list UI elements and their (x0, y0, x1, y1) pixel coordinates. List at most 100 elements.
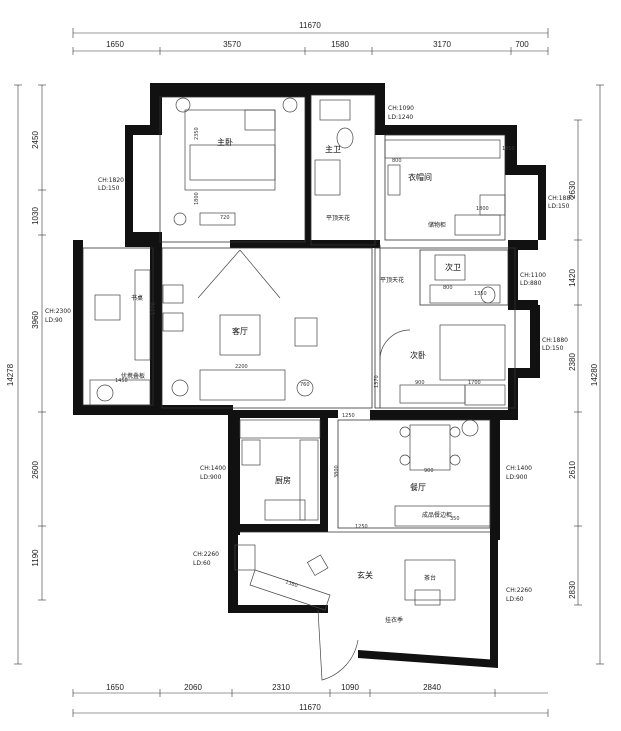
flat-ceiling-label-2: 平顶天花 (380, 276, 404, 284)
inner-dim: 1250 (355, 524, 368, 530)
right-dimensions: 2630 1420 2380 2610 2830 14280 (568, 84, 604, 665)
top-dim-2: 3570 (223, 40, 241, 49)
master-bath-label: 主卫 (325, 144, 341, 154)
sideboard-label: 成品餐边柜 (422, 511, 452, 519)
kitchen-label: 厨房 (275, 475, 291, 485)
window-note: LD:900 (200, 474, 222, 481)
flat-ceiling-label-1: 平顶天花 (326, 214, 350, 222)
bottom-total-dim: 11670 (299, 703, 321, 712)
window-notes: CH:1090 LD:1240 CH:1820 LD:150 CH:1880 L… (45, 105, 574, 603)
right-dim-2: 1420 (568, 269, 577, 287)
window-note: CH:1100 (520, 272, 546, 279)
right-dim-3: 2380 (568, 353, 577, 371)
top-dimensions: 11670 1650 3570 1580 3170 700 (72, 21, 549, 55)
left-dim-3: 3960 (31, 311, 40, 329)
window-note: CH:1400 (506, 465, 532, 472)
window-note: LD:150 (548, 203, 570, 210)
inner-dim: 1450 (115, 378, 128, 384)
inner-dim: 1370 (374, 375, 380, 388)
window-note: LD:150 (542, 345, 564, 352)
desk (134, 269, 151, 361)
window-note: CH:1090 (388, 105, 414, 112)
inner-dim: 1770 (151, 302, 157, 315)
window-note: LD:60 (193, 560, 211, 567)
inner-dim: 800 (392, 158, 402, 164)
window-note: CH:2300 (45, 308, 71, 315)
room-labels: 主卧 主卫 衣帽间 平顶天花 储物柜 平顶天花 次卫 客厅 书桌 次卧 优携叠板… (121, 137, 461, 624)
top-dim-4: 3170 (433, 40, 451, 49)
inner-dim: 3800 (334, 465, 340, 478)
sofa (199, 369, 286, 401)
inner-dim: 720 (220, 215, 230, 221)
right-dim-5: 2830 (568, 581, 577, 599)
bottom-dim-3: 2310 (272, 683, 290, 692)
window-note: CH:2260 (506, 587, 532, 594)
left-total-dim: 14278 (6, 363, 15, 386)
inner-dim: 1850 (502, 146, 515, 152)
window-note: CH:1880 (542, 337, 568, 344)
top-dim-1: 1650 (106, 40, 124, 49)
coffee-table (219, 314, 261, 356)
left-dimensions: 14278 2450 1030 3960 2600 1190 (6, 84, 46, 665)
inner-dim: 2200 (235, 364, 248, 370)
inner-dim: 1800 (476, 206, 489, 212)
left-dim-1: 2450 (31, 131, 40, 149)
left-dim-5: 1190 (31, 549, 40, 567)
window-note: LD:1240 (388, 114, 413, 121)
window-note: CH:1400 (200, 465, 226, 472)
master-bed (184, 109, 276, 191)
right-dim-4: 2610 (568, 461, 577, 479)
bottom-dim-4: 1090 (341, 683, 359, 692)
window-note: CH:1820 (98, 177, 124, 184)
left-dim-2: 1030 (31, 207, 40, 225)
inner-dim: 1250 (342, 413, 355, 419)
tea-table-label: 茶台 (424, 574, 436, 582)
dining-table (409, 424, 451, 471)
toilet-icon (336, 127, 354, 149)
window-note: CH:1880 (548, 195, 574, 202)
inner-dim: 900 (424, 468, 434, 474)
inner-dim: 1700 (468, 380, 481, 386)
bottom-dim-2: 2060 (184, 683, 202, 692)
inner-dim: 1350 (474, 291, 487, 297)
inner-dim: 2350 (194, 127, 200, 140)
top-total-dim: 11670 (299, 21, 321, 30)
cloakroom-label: 衣帽间 (408, 172, 432, 182)
inner-dim: 1800 (194, 192, 200, 205)
top-dim-3: 1580 (331, 40, 349, 49)
storage-cabinet-label: 储物柜 (428, 221, 446, 229)
window-note: LD:90 (45, 317, 63, 324)
bay-window-label: 优携叠板 (121, 372, 145, 380)
second-bedroom-label: 次卧 (410, 350, 426, 360)
tea-table (404, 559, 456, 601)
bottom-dimensions: 1650 2060 2310 1090 2840 11670 (72, 683, 549, 717)
inner-dimensions: 2350 1800 720 1770 2200 760 1450 1250 12… (115, 127, 515, 589)
inner-dim: 760 (300, 382, 310, 388)
window-note: LD:900 (506, 474, 528, 481)
lamp-icon (175, 97, 191, 113)
foyer-label: 玄关 (357, 570, 373, 580)
furniture (89, 97, 506, 681)
bottom-dim-1: 1650 (106, 683, 124, 692)
inner-dim: 1380 (284, 579, 298, 589)
shoe-cabinet-label: 挂衣季 (385, 616, 403, 624)
inner-dim: 350 (450, 516, 460, 522)
right-dim-1: 2630 (568, 181, 577, 199)
toilet-icon (480, 286, 496, 304)
window-note: LD:880 (520, 280, 542, 287)
walls (73, 83, 546, 668)
window-note: LD:150 (98, 185, 120, 192)
living-room-label: 客厅 (232, 326, 248, 336)
inner-dim: 900 (415, 380, 425, 386)
second-bed (439, 324, 506, 381)
study-desk-label: 书桌 (131, 294, 143, 302)
top-dim-5: 700 (515, 40, 529, 49)
dining-label: 餐厅 (410, 483, 426, 492)
inner-dim: 800 (443, 285, 453, 291)
bottom-dim-5: 2840 (423, 683, 441, 692)
window-note: LD:60 (506, 596, 524, 603)
right-total-dim: 14280 (590, 363, 599, 386)
window-note: CH:2260 (193, 551, 219, 558)
second-bath-label: 次卫 (445, 262, 461, 272)
